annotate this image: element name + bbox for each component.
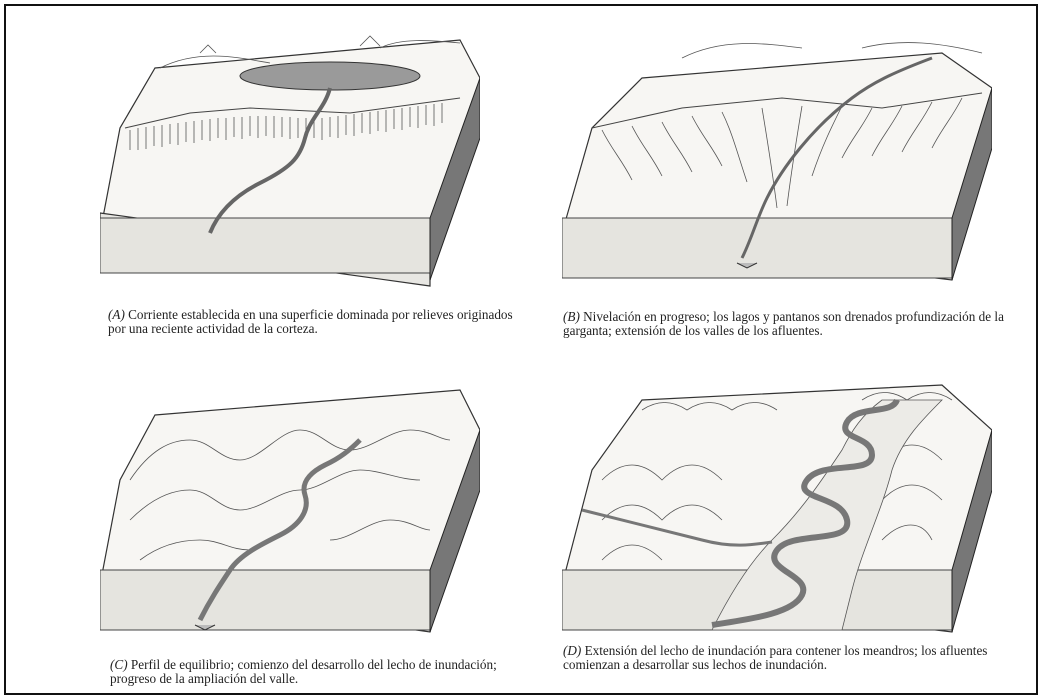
block-diagram-b-drawing <box>562 18 992 293</box>
block-diagram-d <box>562 370 992 645</box>
caption-c-text: Perfil de equilibrio; comienzo del desar… <box>110 657 497 686</box>
caption-b-label: (B) <box>563 309 580 324</box>
caption-d-text: Extensión del lecho de inundación para c… <box>563 643 987 672</box>
caption-c-label: (C) <box>110 657 128 672</box>
block-diagram-c <box>100 370 480 645</box>
caption-a: (A) Corriente establecida en una superfi… <box>108 308 528 336</box>
block-diagram-d-drawing <box>562 370 992 645</box>
block-diagram-a <box>100 18 480 293</box>
caption-d-label: (D) <box>563 643 581 658</box>
caption-a-text: Corriente establecida en una superficie … <box>108 307 513 336</box>
caption-b-text: Nivelación en progreso; los lagos y pant… <box>563 309 1004 338</box>
block-diagram-c-drawing <box>100 370 480 645</box>
caption-a-label: (A) <box>108 307 125 322</box>
caption-d: (D) Extensión del lecho de inundación pa… <box>563 644 1033 672</box>
block-diagram-a-drawing <box>100 18 480 293</box>
caption-c: (C) Perfil de equilibrio; comienzo del d… <box>110 658 530 686</box>
caption-b: (B) Nivelación en progreso; los lagos y … <box>563 310 1033 338</box>
block-diagram-b <box>562 18 992 293</box>
